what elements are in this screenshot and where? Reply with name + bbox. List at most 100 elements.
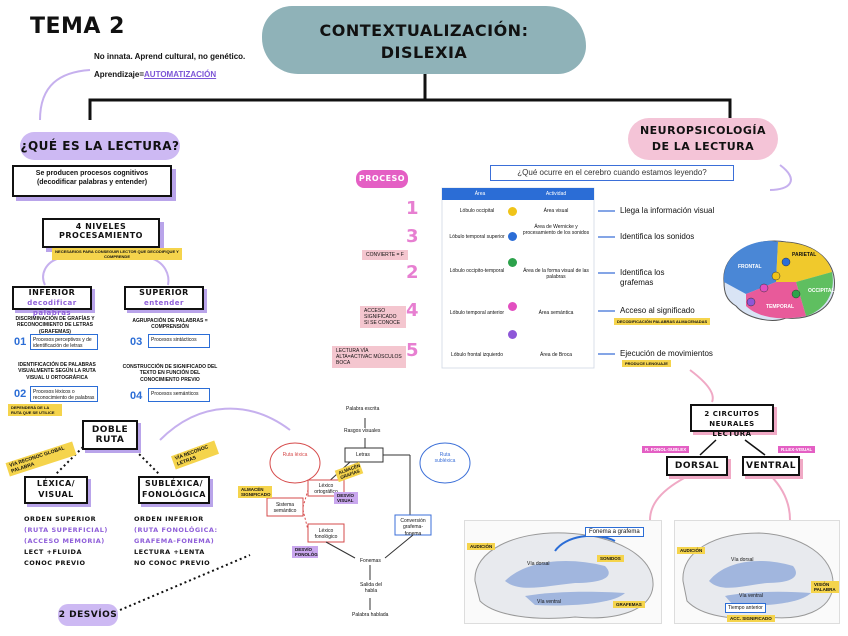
inf-item-2-num: 02 xyxy=(14,388,27,400)
header-note-1: No innata. Aprend cultural, no genético. xyxy=(94,52,246,61)
step-1-result: Llega la información visual xyxy=(620,206,715,215)
flow-node-sem: Sistema semántico xyxy=(273,502,297,515)
sup-item-2-box: Procesos semánticos xyxy=(148,388,210,402)
superior-title: SUPERIOR xyxy=(139,288,189,297)
left-brain-label-ventral: Vía ventral xyxy=(537,599,561,605)
purple-curve-flow xyxy=(159,407,291,441)
flow-node-fonemas: Fonemas xyxy=(360,558,381,564)
side-tag-1: CONVIERTE = F xyxy=(362,250,408,260)
lobe-parietal: PARIETAL xyxy=(792,252,817,258)
arrow-inferior xyxy=(42,257,61,286)
sublexical-line-2: (RUTA FONOLÓGICA: xyxy=(134,526,218,534)
step-num-5: 5 xyxy=(406,340,419,361)
result-tag-1: DECODIFICACIÓN PALABRAS ALMACENADAS xyxy=(614,318,711,325)
inferior-sub: decodificar palabras xyxy=(27,299,77,317)
brain-image-right: AUDICIÓN VISIÓN PALABRA ACC. SIGNIFICADO… xyxy=(674,520,840,624)
step-4-area: Lóbulo temporal anterior xyxy=(449,310,505,316)
step-1-activity: Área visual xyxy=(543,208,569,214)
header-note-2: Aprendizaje=AUTOMATIZACIÓN xyxy=(94,70,216,80)
proceso-label: PROCESO xyxy=(356,170,408,188)
flow-tag-desvio-visual: DESVÍO VISUAL xyxy=(334,492,358,504)
neuro-title-line-1: NEUROPSICOLOGÍA xyxy=(639,124,767,137)
left-brain-tag-sonidos: SONIDOS xyxy=(597,555,624,562)
flow-tag-desvio-fonolog: DESVÍO FONOLÓG xyxy=(292,546,318,558)
sublexical-lines: ORDEN INFERIOR (RUTA FONOLÓGICA: GRAFEMA… xyxy=(134,514,218,569)
ventral-box: VENTRAL xyxy=(742,456,800,476)
inf-item-2-tag: DEPENDERÁ DE LA RUTA QUE SE UTILICE xyxy=(8,404,62,416)
sup-item-2-label: CONSTRUCCIÓN DE SIGNIFICADO DEL TEXTO EN… xyxy=(122,364,218,383)
flow-node-lex-ort: Léxico ortográfico xyxy=(314,483,338,496)
levels-tag: NECESARIOS PARA CONSEGUIR LECTOR QUE DEC… xyxy=(52,248,182,260)
superior-sub: entender xyxy=(143,299,185,307)
sublexical-line-4: LECTURA +LENTA xyxy=(134,548,205,556)
double-route-box: DOBLE RUTA xyxy=(82,420,138,450)
sublexical-line-3: GRAFEMA-FONEMA) xyxy=(134,537,215,545)
flow-node-conv: Conversión grafema-fonema xyxy=(400,518,426,537)
inf-item-1-box: Procesos perceptivos y de identificación… xyxy=(30,334,98,350)
lexical-line-2: (RUTA SUPERFICIAL) xyxy=(24,526,108,534)
sup-item-1-label: AGRUPACIÓN DE PALABRAS = COMPRENSIÓN xyxy=(132,318,208,331)
pink-arrow-ventral xyxy=(769,474,791,521)
result-tag-2: PRODUCE LENGUAJE xyxy=(622,360,671,367)
inferior-title: INFERIOR xyxy=(28,288,76,297)
right-brain-tag-significado: ACC. SIGNIFICADO xyxy=(727,615,775,622)
step-5-activity: Área de Broca xyxy=(540,352,572,358)
left-brain-label-fonema: Fonema a grafema xyxy=(585,527,644,537)
table-header: Área Actividad xyxy=(442,188,594,200)
purple-curve-right xyxy=(769,164,792,191)
lexical-line-3: (ACCESO MEMORIA) xyxy=(24,537,105,545)
flow-node-rasgos: Rasgos visuales xyxy=(344,428,381,434)
header-activity: Actividad xyxy=(545,191,567,197)
right-brain-tag-vision: VISIÓN PALABRA xyxy=(811,581,839,593)
tema-label: TEMA 2 xyxy=(30,14,125,39)
deviations-label: 2 DESVÍOS xyxy=(58,604,118,626)
title-banner: CONTEXTUALIZACIÓN: DISLEXIA xyxy=(262,6,586,74)
brain-left-svg xyxy=(474,532,654,619)
lexical-line-5: CONOC PREVIO xyxy=(24,559,86,567)
lobe-frontal: FRONTAL xyxy=(738,264,762,270)
left-brain-tag-audicion: AUDICIÓN xyxy=(467,543,496,550)
step-2-dot xyxy=(508,232,517,241)
step-3-area: Lóbulo occipito-temporal xyxy=(449,268,505,274)
step-4-activity: Área semántica xyxy=(538,310,574,316)
right-brain-tag-audicion: AUDICIÓN xyxy=(677,547,706,554)
pink-arrow-circuits xyxy=(689,369,714,403)
circuit-branch-left xyxy=(699,439,717,456)
inferior-box: INFERIOR decodificar palabras xyxy=(12,286,92,317)
desvios-arrow xyxy=(119,554,251,611)
lexical-lines: ORDEN SUPERIOR (RUTA SUPERFICIAL) (ACCES… xyxy=(24,514,108,569)
side-tag-2: ACCESO SIGNIFICADO SI SE CONOCE xyxy=(360,306,406,328)
step-5-area: Lóbulo frontal izquierdo xyxy=(451,352,503,358)
right-brain-label-tiempo: Tiempo anterior xyxy=(725,603,766,613)
right-brain-label-ventral: Vía ventral xyxy=(739,593,763,599)
levels-box: 4 NIVELES PROCESAMIENTO xyxy=(42,218,160,248)
dorsal-box: DORSAL xyxy=(666,456,728,476)
step-num-1: 1 xyxy=(406,198,419,219)
left-brain-tag-grafemas: GRAFEMAS xyxy=(613,601,645,608)
question-lectura: ¿QUÉ ES LA LECTURA? xyxy=(20,132,180,160)
sup-item-2-num: 04 xyxy=(130,390,143,402)
flow-node-ruta-lexica: Ruta léxica xyxy=(282,452,308,458)
flow-tag-significado: ALMACÉN SIGNIFICADO xyxy=(238,486,272,498)
flow-node-salida: Salida del habla xyxy=(360,582,382,595)
neuro-title-line-2: DE LA LECTURA xyxy=(651,140,755,153)
brain-image-left: AUDICIÓN SONIDOS GRAFEMAS Fonema a grafe… xyxy=(464,520,662,624)
route-left-arrow xyxy=(54,439,91,476)
step-1-area: Lóbulo occipital xyxy=(459,208,495,214)
side-tag-3: LECTURA VÍA ALTA=ACTIVAC MÚSCULOS BOCA xyxy=(332,346,406,368)
step-3-activity: Área de la forma visual de las palabras xyxy=(523,268,589,281)
step-2-activity: Área de Wernicke y procesamiento de los … xyxy=(522,224,590,237)
lobe-temporal: TEMPORAL xyxy=(766,304,795,310)
automatizacion-link[interactable]: AUTOMATIZACIÓN xyxy=(144,70,217,79)
flow-node-palabra: Palabra escrita xyxy=(346,406,380,412)
step-1-dot xyxy=(508,207,517,216)
superior-box: SUPERIOR entender xyxy=(124,286,204,310)
inf-item-1-num: 01 xyxy=(14,336,27,348)
step-2-area: Lóbulo temporal superior xyxy=(449,234,505,240)
step-num-3: 3 xyxy=(406,226,419,247)
sup-item-1-box: Procesos sintácticos xyxy=(148,334,210,348)
title-line-2: DISLEXIA xyxy=(380,43,468,62)
lexical-box: LÉXICA/ VISUAL xyxy=(24,476,88,504)
brain-lobes-svg xyxy=(723,240,835,321)
